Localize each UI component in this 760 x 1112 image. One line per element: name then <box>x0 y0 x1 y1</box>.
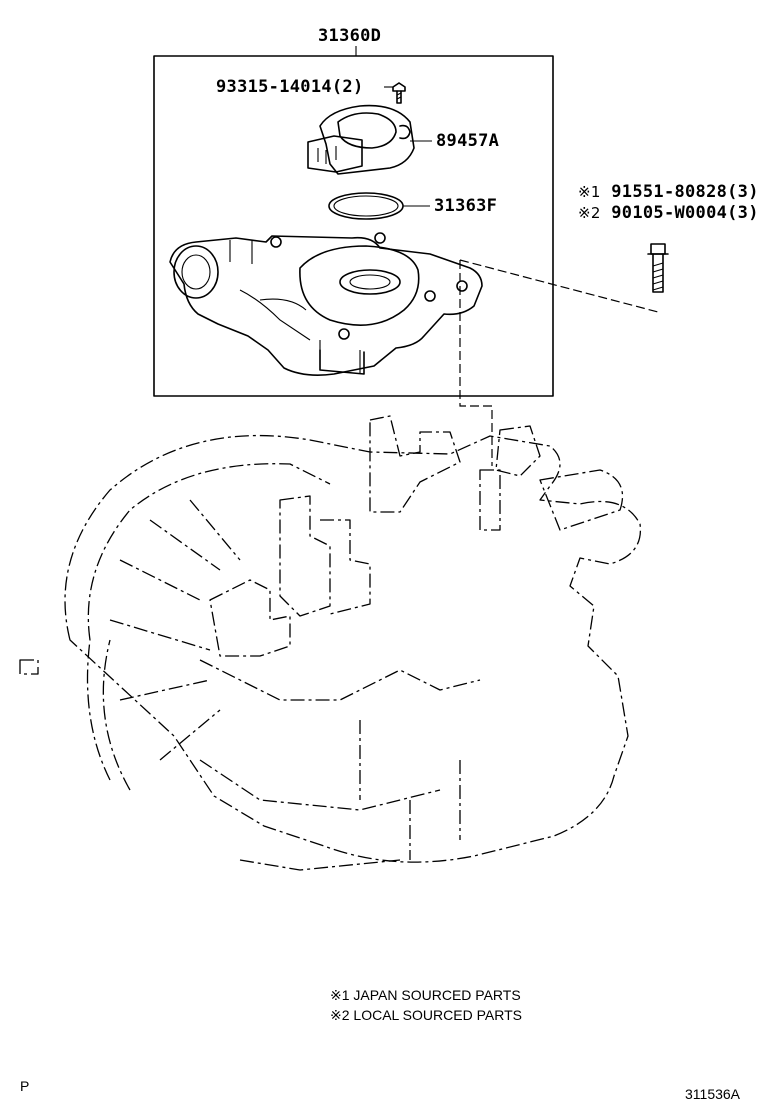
assembly-frame <box>153 55 554 397</box>
local-mark: ※2 <box>578 204 601 222</box>
label-oring: 31363F <box>434 196 498 216</box>
bolt-local-number: 90105-W0004(3) <box>611 203 759 223</box>
bolt-japan-number: 91551-80828(3) <box>611 182 759 202</box>
label-sensor: 89457A <box>436 131 500 151</box>
japan-mark: ※1 <box>578 183 601 201</box>
oring-part <box>328 192 430 220</box>
sensor-part <box>307 104 432 175</box>
label-bolt-local: ※2 90105-W0004(3) <box>578 203 759 223</box>
note-local-sourced: ※2 LOCAL SOURCED PARTS <box>330 1007 522 1023</box>
figure-code: 311536A <box>685 1086 741 1102</box>
label-screw: 93315-14014(2) <box>216 77 364 97</box>
note-japan-sourced: ※1 JAPAN SOURCED PARTS <box>330 987 521 1003</box>
valve-body-part <box>169 232 483 376</box>
corner-letter: P <box>20 1078 30 1094</box>
bolt-leader-dashed <box>459 259 659 313</box>
label-bolt-japan: ※1 91551-80828(3) <box>578 182 759 202</box>
label-assembly: 31360D <box>318 26 382 46</box>
transmission-phantom <box>19 415 642 871</box>
screw-part <box>384 82 406 104</box>
bolt-part <box>647 243 669 293</box>
